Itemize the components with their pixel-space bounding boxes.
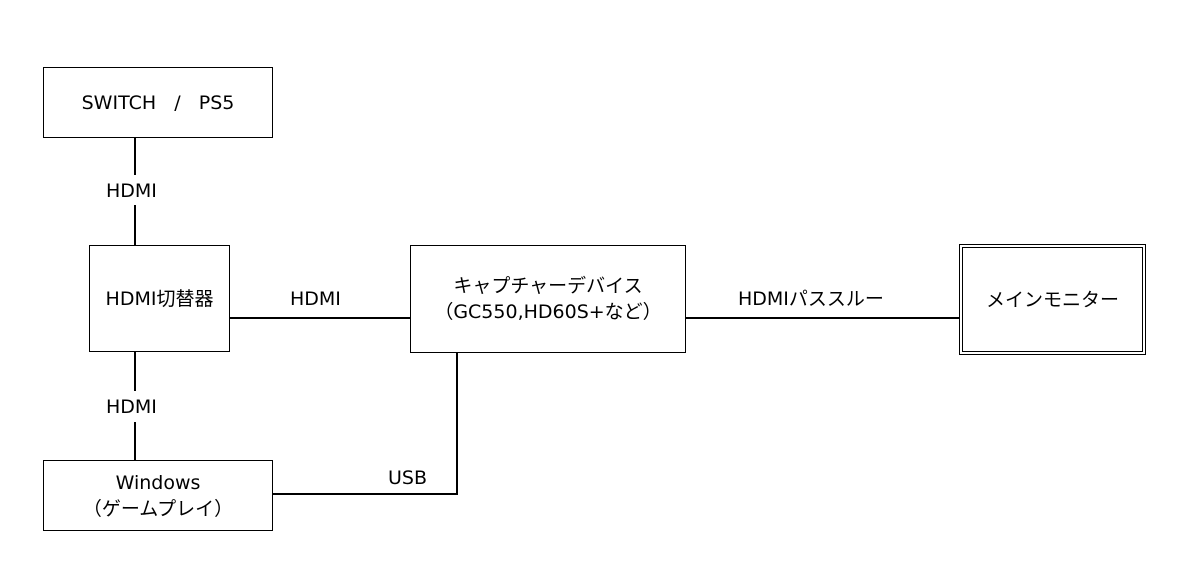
edge-label-switcher-capture: HDMI — [290, 287, 341, 311]
edge-switcher-windows-line-upper — [134, 351, 136, 391]
edge-switcher-capture-line — [229, 317, 411, 319]
node-windows-label-line1: Windows — [115, 471, 201, 494]
edge-capture-windows-line-vertical — [456, 352, 458, 495]
edge-label-switcher-windows: HDMI — [106, 395, 157, 419]
node-main-monitor: メインモニター — [959, 244, 1146, 355]
edge-label-capture-windows: USB — [388, 466, 428, 490]
node-hdmi-switcher: HDMI切替器 — [89, 245, 230, 352]
edge-source-switcher-line-upper — [134, 137, 136, 175]
node-hdmi-switcher-label: HDMI切替器 — [105, 287, 214, 310]
edge-source-switcher-line-lower — [134, 205, 136, 245]
node-windows: Windows （ゲームプレイ） — [43, 460, 273, 531]
node-capture-device-label-line2: （GC550,HD60S+など） — [434, 301, 662, 323]
node-source-label: SWITCH / PS5 — [81, 91, 235, 114]
edge-capture-windows-line-horizontal — [272, 493, 458, 495]
node-windows-label-line2: （ゲームプレイ） — [82, 497, 234, 520]
edge-label-capture-monitor: HDMIパススルー — [738, 287, 884, 311]
node-capture-device-label-line1: キャプチャーデバイス — [453, 275, 643, 297]
edge-capture-monitor-line — [685, 317, 960, 319]
edge-label-source-switcher: HDMI — [106, 179, 157, 203]
node-main-monitor-label: メインモニター — [985, 288, 1119, 311]
edge-switcher-windows-line-lower — [134, 422, 136, 461]
node-capture-device: キャプチャーデバイス （GC550,HD60S+など） — [410, 245, 686, 353]
node-source: SWITCH / PS5 — [43, 67, 273, 138]
